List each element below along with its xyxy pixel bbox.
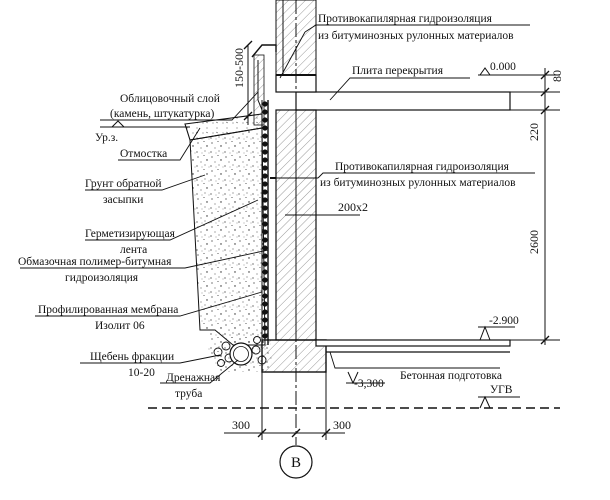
label-ground-level: Ур.з. <box>95 132 118 144</box>
membrane-bump <box>262 165 268 171</box>
cladding-layer <box>253 54 265 126</box>
membrane-bump <box>262 269 268 275</box>
label-backfill-1: Грунт обратной <box>85 178 162 190</box>
label-gravel-1: Щебень фракции <box>90 351 174 363</box>
axis-circle <box>279 445 313 479</box>
level-bottom-arrow <box>347 371 359 385</box>
membrane-bump <box>262 325 268 331</box>
dim-300-left: 300 <box>232 418 250 432</box>
label-coating-2: гидроизоляция <box>65 272 139 284</box>
label-waterproof-mid-1: Противокапилярная гидроизоляция <box>335 161 510 173</box>
label-wall-size: 200x2 <box>338 200 368 214</box>
membrane-bump <box>262 253 268 259</box>
foundation-footing <box>261 339 327 373</box>
label-membrane-2: Изолит 06 <box>95 320 145 332</box>
level-top-arrow <box>479 67 491 76</box>
label-drain-2: труба <box>175 388 202 400</box>
label-gravel-2: 10-20 <box>128 367 155 379</box>
offset-dim-ticks <box>243 40 253 121</box>
membrane-bump <box>262 125 268 131</box>
membrane-bump <box>262 213 268 219</box>
membrane-bump <box>262 285 268 291</box>
label-sealing-1: Герметизирующая <box>85 228 176 240</box>
level-floor: -2.900 <box>489 315 519 327</box>
membrane-bump <box>262 173 268 179</box>
dim-80: 80 <box>550 70 564 82</box>
membrane-bump <box>262 237 268 243</box>
membrane-bump <box>262 221 268 227</box>
label-blind-area: Отмостка <box>120 148 167 160</box>
label-backfill-2: засыпки <box>103 194 143 206</box>
label-membrane-1: Профилированная мембрана <box>38 304 178 316</box>
dim-2600: 2600 <box>527 230 541 254</box>
right-dim-ticks <box>540 70 550 345</box>
dim-300-right: 300 <box>333 418 351 432</box>
membrane-bump <box>262 245 268 251</box>
label-waterproof-mid-2: из битуминозных рулонных материалов <box>320 177 516 189</box>
membrane-bump <box>262 261 268 267</box>
label-cladding-1: Облицовочный слой <box>120 93 220 105</box>
gravel-stones <box>213 336 267 367</box>
label-waterproof-top-1: Противокапилярная гидроизоляция <box>318 13 493 25</box>
label-waterproof-top-2: из битуминозных рулонных материалов <box>318 30 514 42</box>
membrane-bump <box>262 181 268 187</box>
level-bottom: -3,300 <box>354 378 384 390</box>
label-groundwater: УГВ <box>490 384 513 396</box>
ground-level-mark <box>111 120 125 128</box>
membrane-bump <box>262 277 268 283</box>
floor-slab <box>295 91 511 111</box>
dim-150-500: 150-500 <box>232 48 246 88</box>
membrane-bump <box>262 293 268 299</box>
drain-pipe <box>229 342 253 366</box>
basement-floor <box>315 339 511 347</box>
axis-label: В <box>291 455 301 471</box>
bottom-dim-ticks <box>257 428 331 438</box>
label-cladding-2: (камень, штукатурка) <box>110 108 214 120</box>
label-concrete-prep: Бетонная подготовка <box>400 370 502 382</box>
backfill-soil <box>189 127 266 346</box>
membrane-bump <box>262 157 268 163</box>
membrane-bump <box>262 205 268 211</box>
label-sealing-2: лента <box>120 244 147 256</box>
membrane-bump <box>262 301 268 307</box>
membrane-bump <box>262 229 268 235</box>
membrane-bump <box>262 197 268 203</box>
membrane-bump <box>262 309 268 315</box>
membrane-bump <box>262 133 268 139</box>
membrane-bump <box>262 149 268 155</box>
groundwater-arrow <box>479 395 491 409</box>
label-drain-1: Дренажная <box>166 372 221 384</box>
level-floor-arrow <box>479 325 491 341</box>
membrane-bump <box>262 189 268 195</box>
label-slab: Плита перекрытия <box>352 65 444 77</box>
membrane-bump <box>262 141 268 147</box>
dim-220: 220 <box>527 123 541 141</box>
label-coating-1: Обмазочная полимер-битумная <box>18 256 172 268</box>
level-top: 0.000 <box>490 61 516 73</box>
membrane-bump <box>262 333 268 339</box>
membrane-bump <box>262 317 268 323</box>
leader-lines <box>20 24 535 384</box>
